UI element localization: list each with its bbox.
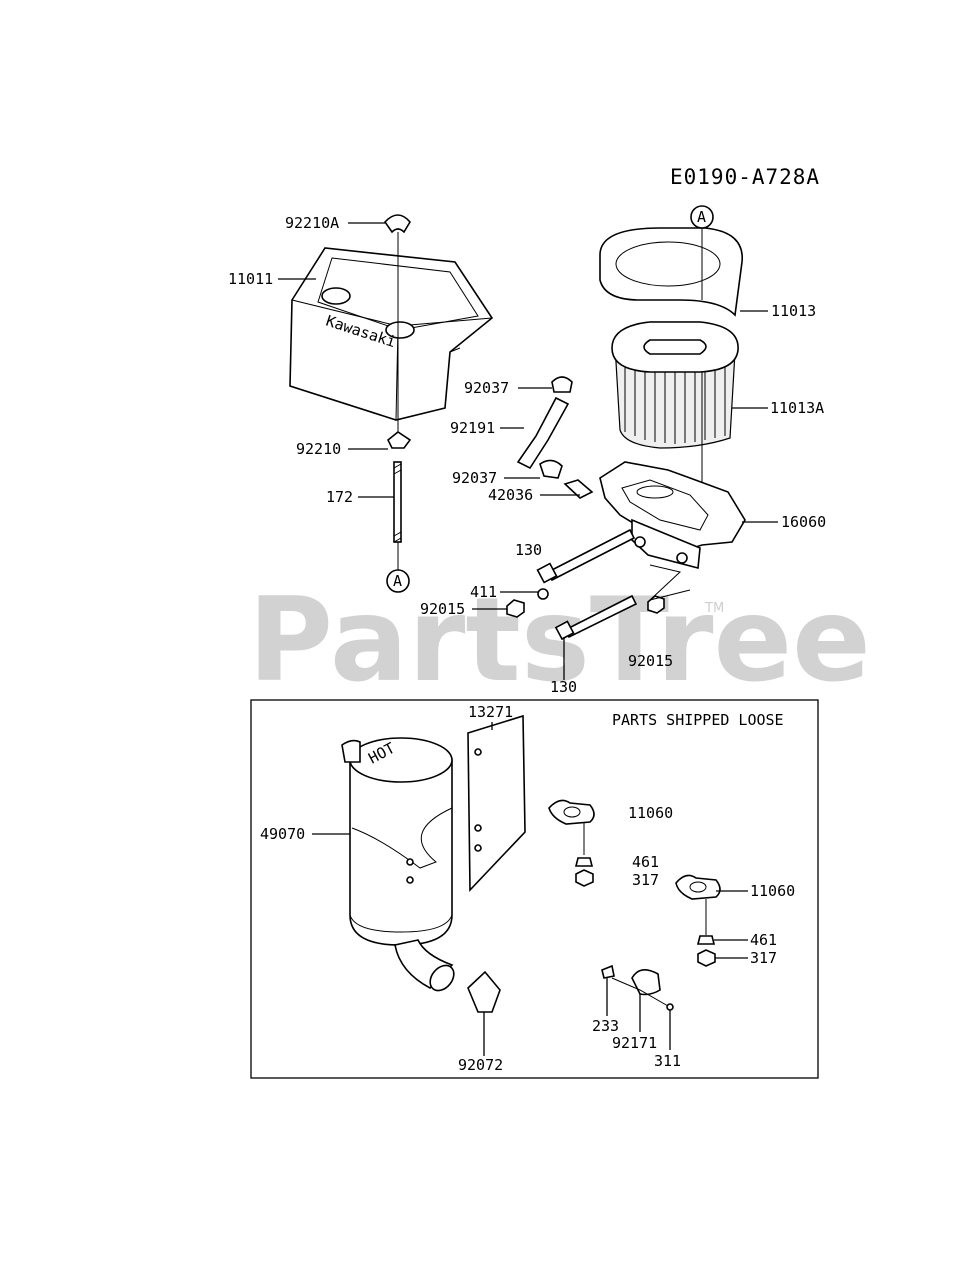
- clamp-92072: [467, 970, 501, 1013]
- label-92015-left: 92015: [420, 600, 465, 618]
- label-317-upper: 317: [632, 871, 659, 889]
- label-92210A: 92210A: [285, 214, 339, 232]
- label-92015-right: 92015: [628, 652, 673, 670]
- label-130-upper: 130: [515, 541, 542, 559]
- label-130-lower: 130: [550, 678, 577, 696]
- bolt-233: [601, 964, 615, 979]
- label-49070: 49070: [260, 825, 305, 843]
- nut-92015-left: [506, 599, 525, 618]
- clamp-92037-top: [551, 376, 573, 393]
- label-461-lower: 461: [750, 931, 777, 949]
- label-11060-lower: 11060: [750, 882, 795, 900]
- leader-lines-top: [278, 222, 778, 680]
- label-92171: 92171: [612, 1034, 657, 1052]
- wing-nut-92210A: [383, 214, 411, 234]
- reference-marker-a-top: A: [690, 205, 714, 229]
- gasket-11060-upper: [548, 799, 595, 825]
- wing-nut-92210: [386, 431, 412, 449]
- heat-shield-13271: [467, 714, 526, 892]
- breather-hose-92191: [516, 396, 570, 470]
- washer-411: [537, 588, 549, 600]
- screw-311: [666, 1003, 674, 1011]
- label-92072: 92072: [458, 1056, 503, 1074]
- air-filter-element-11013A: [611, 321, 739, 449]
- bracket-92171: [631, 969, 661, 996]
- air-cleaner-base-16060: [599, 461, 746, 570]
- label-92210: 92210: [296, 440, 341, 458]
- label-461-upper: 461: [632, 853, 659, 871]
- label-172: 172: [326, 488, 353, 506]
- box-title: PARTS SHIPPED LOOSE: [612, 711, 784, 729]
- label-92037-bottom: 92037: [452, 469, 497, 487]
- reference-marker-a-bottom: A: [386, 569, 410, 593]
- parts-shipped-loose-box: [250, 699, 819, 1079]
- label-233: 233: [592, 1017, 619, 1035]
- assembly-lines: [649, 564, 691, 601]
- label-13271: 13271: [468, 703, 513, 721]
- label-317-lower: 317: [750, 949, 777, 967]
- pre-cleaner-11013: [599, 227, 743, 317]
- leader-lines-box: [312, 722, 748, 1056]
- watermark: PartsTree: [248, 573, 871, 708]
- label-411: 411: [470, 583, 497, 601]
- label-92191: 92191: [450, 419, 495, 437]
- nut-317-lower: [697, 949, 716, 967]
- label-16060: 16060: [781, 513, 826, 531]
- nut-461-upper: [574, 857, 594, 867]
- label-92037-top: 92037: [464, 379, 509, 397]
- label-11013: 11013: [771, 302, 816, 320]
- svg-text:A: A: [393, 572, 402, 590]
- label-311: 311: [654, 1052, 681, 1070]
- fitting-42036: [563, 479, 594, 499]
- bolt-130-upper: [536, 528, 636, 584]
- stud-172: [393, 461, 402, 543]
- svg-text:A: A: [697, 208, 706, 226]
- trademark: TM: [704, 601, 724, 616]
- gasket-11060-lower: [675, 874, 721, 900]
- muffler-49070: HOT: [341, 737, 455, 992]
- air-cleaner-cover-11011: Kawasaki: [289, 247, 494, 421]
- nut-461-lower: [696, 935, 716, 945]
- diagram-code: E0190-A728A: [670, 165, 820, 189]
- label-11060-upper: 11060: [628, 804, 673, 822]
- nut-317-upper: [575, 869, 594, 887]
- label-11013A: 11013A: [770, 399, 824, 417]
- clamp-92037-bottom: [539, 459, 563, 479]
- bolt-130-lower: [554, 594, 638, 641]
- label-11011: 11011: [228, 270, 273, 288]
- label-42036: 42036: [488, 486, 533, 504]
